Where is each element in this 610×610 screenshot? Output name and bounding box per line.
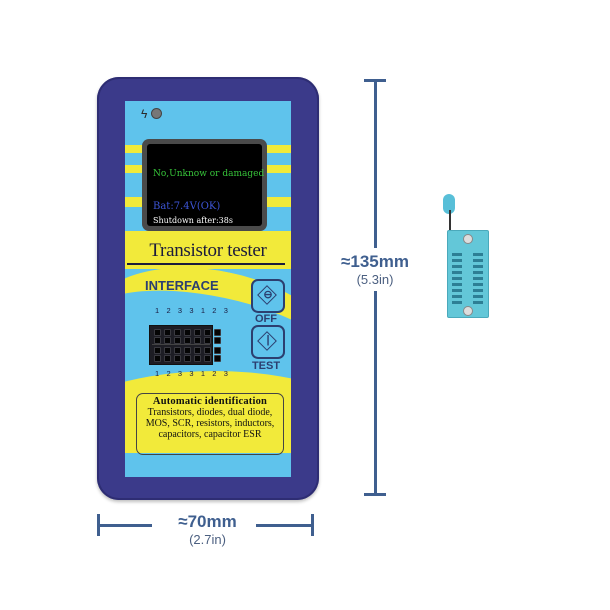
transistor-tester-device: ϟ No,Unknow or damaged Bat:7.4V(OK) Shut… bbox=[97, 77, 319, 500]
off-button[interactable]: ⊖ bbox=[251, 279, 285, 313]
power-bar-icon: | bbox=[266, 334, 270, 346]
off-button-label: OFF bbox=[255, 313, 277, 325]
pin-labels-bottom: 1 2 3 3 1 2 3 bbox=[155, 369, 231, 378]
socket-slots-right bbox=[473, 253, 483, 305]
screen-result-text: No,Unknow or damaged bbox=[153, 169, 265, 179]
screen-battery-text: Bat:7.4V(OK) bbox=[153, 201, 221, 212]
socket-lever-knob bbox=[443, 194, 455, 214]
screw-icon bbox=[463, 234, 473, 244]
lcd-screen: No,Unknow or damaged Bat:7.4V(OK) Shutdo… bbox=[147, 144, 265, 226]
bottom-band bbox=[125, 453, 291, 477]
zif-test-socket[interactable] bbox=[149, 325, 221, 365]
feature-info-box: Automatic identification Transistors, di… bbox=[136, 393, 284, 455]
width-dimension-line-right bbox=[256, 524, 314, 527]
height-dimension-label: ≈135mm (5.3in) bbox=[330, 248, 420, 291]
height-dimension-cap-bottom bbox=[364, 493, 386, 496]
yellow-band bbox=[125, 231, 291, 269]
zif-socket-accessory bbox=[447, 230, 489, 318]
title-underline bbox=[127, 263, 285, 265]
height-metric: ≈135mm bbox=[341, 252, 409, 271]
width-metric: ≈70mm bbox=[178, 512, 237, 531]
screw-icon bbox=[463, 306, 473, 316]
info-line: MOS, SCR, resistors, inductors, bbox=[145, 418, 275, 429]
info-line: Transistors, diodes, dual diode, bbox=[147, 407, 273, 418]
height-imperial: (5.3in) bbox=[356, 272, 394, 287]
width-dimension-line-left bbox=[97, 524, 152, 527]
width-dimension-label: ≈70mm (2.7in) bbox=[155, 512, 260, 547]
test-button[interactable]: | bbox=[251, 325, 285, 359]
width-dimension-cap-right bbox=[311, 514, 314, 536]
info-heading: Automatic identification bbox=[152, 396, 268, 407]
minus-circle-icon: ⊖ bbox=[263, 289, 273, 301]
front-panel: ϟ No,Unknow or damaged Bat:7.4V(OK) Shut… bbox=[125, 101, 291, 477]
width-imperial: (2.7in) bbox=[189, 532, 226, 547]
screen-shutdown-text: Shutdown after:38s bbox=[153, 216, 233, 225]
device-title: Transistor tester bbox=[149, 240, 267, 261]
interface-label: INTERFACE bbox=[145, 278, 219, 293]
lightning-icon: ϟ bbox=[141, 107, 148, 121]
pin-labels-top: 1 2 3 3 1 2 3 bbox=[155, 306, 231, 315]
lcd-bezel: No,Unknow or damaged Bat:7.4V(OK) Shutdo… bbox=[142, 139, 267, 231]
led-indicator bbox=[151, 108, 162, 119]
test-button-label: TEST bbox=[251, 360, 281, 372]
socket-lever bbox=[449, 210, 451, 244]
socket-slots-left bbox=[452, 253, 462, 305]
info-line: capacitors, capacitor ESR bbox=[158, 429, 262, 440]
